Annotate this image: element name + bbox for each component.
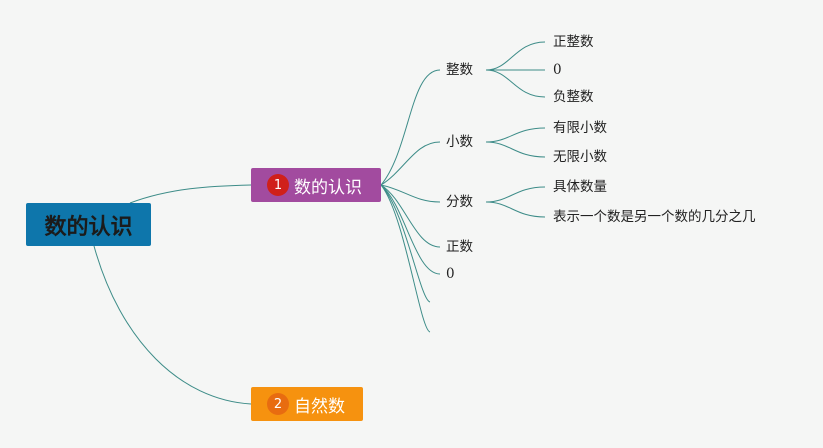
root-topic[interactable]: 数的认识 xyxy=(26,203,151,246)
subtopic-decimal[interactable]: 小数 xyxy=(446,134,473,150)
priority-2-icon: 2 xyxy=(267,393,289,415)
branch-number-recognition[interactable]: 1 数的认识 xyxy=(251,168,381,202)
connector-decimal-infinite xyxy=(485,141,546,158)
subtopic-integer[interactable]: 整数 xyxy=(446,62,473,78)
connector-root-branch1 xyxy=(129,184,252,204)
branch-label: 自然数 xyxy=(294,396,345,417)
subtopic-positive[interactable]: 正数 xyxy=(446,239,473,255)
connector-branch1-empty-1 xyxy=(380,184,431,303)
subtopic-zero[interactable]: 0 xyxy=(446,266,455,282)
subtopic-fraction[interactable]: 分数 xyxy=(446,194,473,210)
leaf-zero[interactable]: 0 xyxy=(553,62,562,78)
connector-integer-negative-int xyxy=(485,69,546,98)
connector-branch1-zero xyxy=(380,184,441,275)
connector-integer-positive-int xyxy=(485,41,546,71)
leaf-fraction-ratio[interactable]: 表示一个数是另一个数的几分之几 xyxy=(553,209,756,225)
connector-branch1-positive xyxy=(380,184,441,248)
connector-fraction-ratio xyxy=(485,201,546,218)
connector-root-branch2 xyxy=(93,245,252,405)
leaf-infinite-decimal[interactable]: 无限小数 xyxy=(553,149,607,165)
connector-branch1-empty-2 xyxy=(380,184,431,333)
branch-natural-numbers[interactable]: 2 自然数 xyxy=(251,387,363,421)
connector-branch1-decimal xyxy=(380,141,441,186)
connector-decimal-finite xyxy=(485,127,546,143)
connector-fraction-quantity xyxy=(485,186,546,203)
leaf-positive-integer[interactable]: 正整数 xyxy=(553,34,594,50)
root-topic-label: 数的认识 xyxy=(44,214,133,240)
branch-label: 数的认识 xyxy=(294,177,362,198)
leaf-negative-integer[interactable]: 负整数 xyxy=(553,89,594,105)
connector-branch1-fraction xyxy=(380,184,441,203)
connector-branch1-integer xyxy=(380,69,441,186)
priority-1-icon: 1 xyxy=(267,174,289,196)
leaf-finite-decimal[interactable]: 有限小数 xyxy=(553,120,607,136)
leaf-specific-quantity[interactable]: 具体数量 xyxy=(553,179,607,195)
